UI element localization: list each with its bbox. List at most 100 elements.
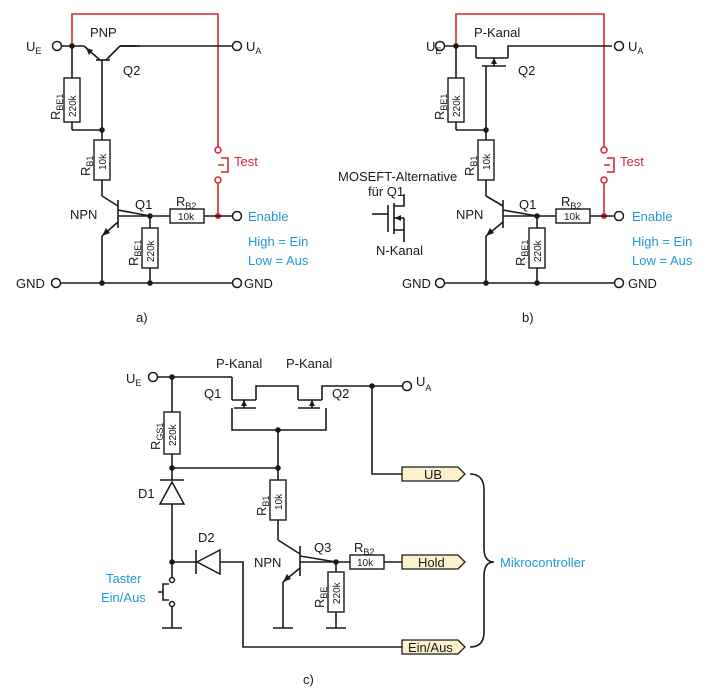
- rbe-value-c: 220k: [332, 581, 343, 604]
- d2-label-c: D2: [198, 530, 215, 545]
- taster-label-c: Taster: [106, 571, 142, 586]
- rgs1-value-c: 220k: [168, 423, 179, 446]
- rbe1-label-a: RBE1: [48, 94, 65, 120]
- high-label-b: High = Ein: [632, 234, 692, 249]
- ua-terminal-a: [231, 40, 243, 52]
- rb1-value-c: 10k: [274, 493, 285, 510]
- circuit-c: UE UA P-Kanal P-Kanal Q1 Q2 Q3 NPN RGS1 …: [101, 356, 586, 687]
- rb2-value-b: 10k: [564, 212, 581, 223]
- rb1-label-b: RB1: [462, 156, 479, 176]
- test-switch-a: [218, 157, 229, 173]
- pkanal2-label-c: P-Kanal: [286, 356, 332, 371]
- svg-text:RBE1: RBE1: [48, 94, 65, 120]
- test-label-b: Test: [620, 154, 644, 169]
- ue-label-c: UE: [126, 371, 141, 388]
- rbe1b-value-a: 220k: [146, 239, 157, 262]
- mikrocontroller-brace: [469, 473, 495, 648]
- pkanal1-label-c: P-Kanal: [216, 356, 262, 371]
- q2-label-c: Q2: [332, 386, 349, 401]
- ua-label-b: UA: [628, 39, 643, 56]
- caption-c: c): [303, 672, 314, 687]
- ue-terminal-c: [147, 371, 159, 383]
- svg-text:220k: 220k: [452, 94, 463, 117]
- caption-b: b): [522, 310, 534, 325]
- rb2-value-c: 10k: [357, 558, 374, 569]
- alt-label-2: für Q1: [368, 184, 404, 199]
- rbe1b-value-b: 220k: [533, 239, 544, 262]
- rb1-label-c: RB1: [254, 496, 271, 516]
- rb1-label-a: RB1: [78, 156, 95, 176]
- rb1-value-b: 10k: [482, 153, 493, 170]
- rb2-label-c: RB2: [354, 540, 374, 557]
- svg-text:RB1: RB1: [462, 156, 479, 176]
- svg-text:220k: 220k: [168, 423, 179, 446]
- einaus-taster-label-c: Ein/Aus: [101, 590, 146, 605]
- ue-terminal-b: [434, 40, 446, 52]
- pmos-q2-c: [298, 385, 372, 409]
- ub-signal-tag: [401, 466, 466, 482]
- rbe1-label-b: RBE1: [432, 94, 449, 120]
- einaus-tag-label: Ein/Aus: [408, 640, 453, 655]
- npn-label-b: NPN: [456, 207, 483, 222]
- diode-d1-c: [158, 479, 186, 562]
- ue-terminal-a: [51, 40, 63, 52]
- taster-switch-c: [158, 562, 182, 629]
- ua-terminal-b: [613, 40, 625, 52]
- svg-text:RBE1: RBE1: [513, 240, 530, 266]
- svg-text:10k: 10k: [274, 493, 285, 510]
- svg-text:10k: 10k: [482, 153, 493, 170]
- enable-terminal-a: [231, 210, 243, 222]
- svg-text:RBE1: RBE1: [126, 240, 143, 266]
- q3-label-c: Q3: [314, 540, 331, 555]
- npn-label-c: NPN: [254, 555, 281, 570]
- test-wire-b: [455, 13, 605, 148]
- einaus-signal-tag: [401, 639, 466, 655]
- nmos-alternative-symbol: [372, 194, 405, 242]
- svg-text:RGS1: RGS1: [148, 423, 165, 450]
- enable-label-b: Enable: [632, 209, 672, 224]
- rbe1b-label-a: RBE1: [126, 240, 143, 266]
- svg-text:220k: 220k: [332, 581, 343, 604]
- test-label-a: Test: [234, 154, 258, 169]
- gnd-right-label-a: GND: [244, 276, 273, 291]
- q1-label-a: Q1: [135, 197, 152, 212]
- alt-label-1: MOSEFT-Alternative: [338, 169, 457, 184]
- test-switch-b: [604, 157, 615, 173]
- rb2-value-a: 10k: [178, 212, 195, 223]
- low-label-a: Low = Aus: [248, 253, 309, 268]
- rbe1-value-b: 220k: [452, 94, 463, 117]
- rb1-value-a: 10k: [98, 153, 109, 170]
- enable-label-a: Enable: [248, 209, 288, 224]
- diode-d2-c: [172, 548, 402, 648]
- q2-label-a: Q2: [123, 63, 140, 78]
- ue-label-b: UE: [426, 39, 441, 56]
- pnp-q2-a: [83, 45, 101, 61]
- ua-label-a: UA: [246, 39, 261, 56]
- ua-terminal-c: [401, 380, 413, 392]
- rgs1-label-c: RGS1: [148, 423, 165, 450]
- ua-label-c: UA: [416, 374, 431, 393]
- circuit-b: UE UA P-Kanal Q2 Q1 NPN RBE1 220k RB1 10…: [338, 13, 693, 325]
- svg-text:RB1: RB1: [78, 156, 95, 176]
- gnd-left-label-a: GND: [16, 276, 45, 291]
- pnp-label-a: PNP: [90, 25, 117, 40]
- hold-tag-label: Hold: [418, 555, 445, 570]
- gnd-left-label-b: GND: [402, 276, 431, 291]
- rbe-label-c: RBE: [312, 587, 329, 608]
- svg-text:220k: 220k: [68, 94, 79, 117]
- pmos-q2-b: [475, 45, 612, 148]
- q2-label-b: Q2: [518, 63, 535, 78]
- caption-a: a): [136, 310, 148, 325]
- ub-tag-label: UB: [424, 467, 442, 482]
- mikrocontroller-label: Mikrocontroller: [500, 555, 586, 570]
- test-wire-a: [71, 13, 219, 148]
- gnd-right-terminal-a: [231, 277, 243, 289]
- rbe1-value-a: 220k: [68, 94, 79, 117]
- ue-label-a: UE: [26, 39, 41, 56]
- npn-label-a: NPN: [70, 207, 97, 222]
- svg-text:220k: 220k: [146, 239, 157, 262]
- svg-text:10k: 10k: [98, 153, 109, 170]
- gnd-right-terminal-b: [613, 277, 625, 289]
- gnd-left-terminal-b: [434, 277, 446, 289]
